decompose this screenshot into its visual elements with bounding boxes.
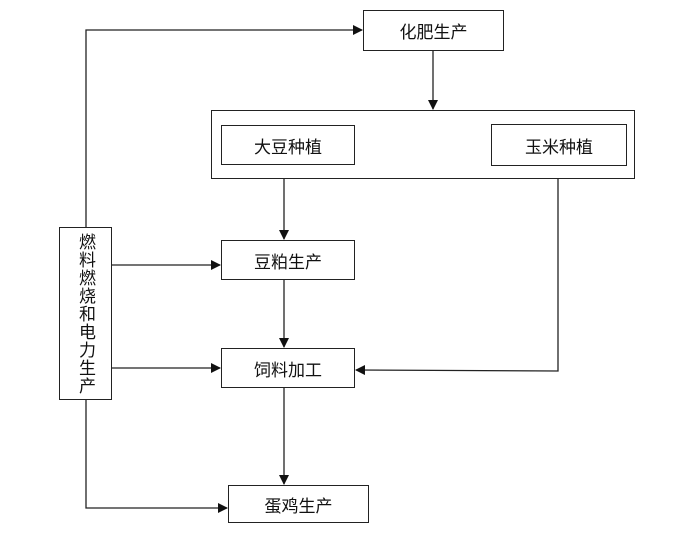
node-corn: 玉米种植 [491, 124, 627, 166]
arrow-energy-to-fertilizer [85, 25, 363, 227]
arrow-energy-to-layer [85, 400, 228, 513]
planting-group [211, 110, 635, 179]
node-soybean: 大豆种植 [221, 125, 355, 165]
node-feed: 饲料加工 [221, 348, 355, 388]
node-energy: 燃料燃烧和电力生产 [59, 227, 112, 400]
arrow-corn-to-feed [355, 179, 559, 376]
node-energy-label: 燃料燃烧和电力生产 [75, 232, 95, 395]
node-layer: 蛋鸡生产 [228, 485, 369, 523]
node-soymeal: 豆粕生产 [221, 240, 355, 280]
node-fertilizer: 化肥生产 [363, 10, 504, 51]
